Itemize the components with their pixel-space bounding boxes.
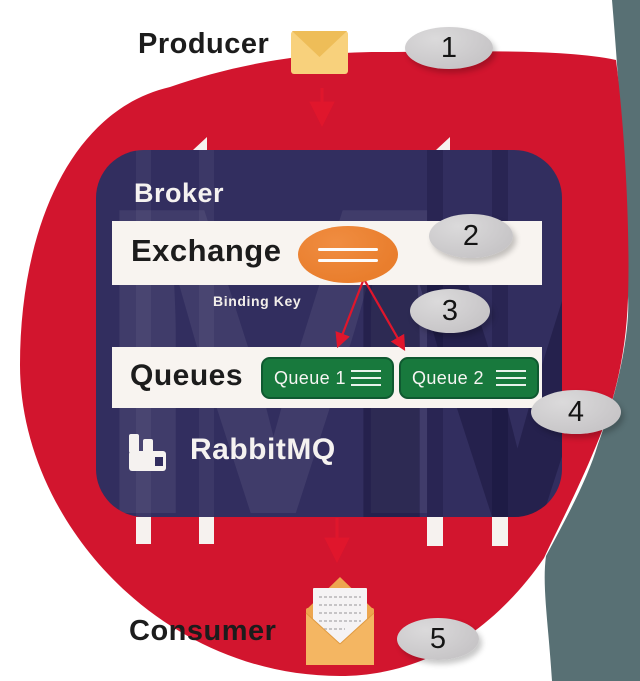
queue-1-label: Queue 1 <box>274 367 346 388</box>
step-badge-4: 4 <box>531 390 621 434</box>
open-envelope-icon <box>305 577 375 665</box>
closed-envelope-icon <box>291 31 348 74</box>
step-badge-3: 3 <box>410 289 490 333</box>
step-number: 5 <box>429 622 447 655</box>
step-badge-2: 2 <box>429 214 513 258</box>
broker-title: Broker <box>134 178 225 208</box>
rabbitmq-brand-label: RabbitMQ <box>190 433 336 466</box>
step-badge-5: 5 <box>397 618 479 660</box>
logo-leg <box>199 517 214 544</box>
queues-label: Queues <box>130 359 244 392</box>
step-badge-1: 1 <box>405 27 493 69</box>
rabbitmq-logo-icon <box>129 434 166 471</box>
exchange-ellipse-icon <box>298 226 398 283</box>
teal-edge-shape <box>544 0 640 681</box>
watermark-stripe <box>427 150 443 517</box>
step-number: 2 <box>462 219 480 252</box>
queue-1-node: Queue 1 <box>261 357 394 399</box>
consumer-label: Consumer <box>129 615 277 647</box>
queue-lines-icon <box>496 370 526 386</box>
watermark-stripe <box>492 150 508 517</box>
step-number: 1 <box>440 31 458 64</box>
queue-lines-icon <box>351 370 381 386</box>
logo-leg <box>492 517 508 546</box>
binding-key-label: Binding Key <box>213 293 302 309</box>
step-number: 4 <box>567 395 585 428</box>
exchange-label: Exchange <box>131 233 282 268</box>
logo-leg <box>427 517 443 546</box>
queue-2-label: Queue 2 <box>412 367 484 388</box>
broker-panel: M M <box>96 150 562 517</box>
logo-leg <box>136 517 151 544</box>
step-number: 3 <box>441 294 459 327</box>
producer-label: Producer <box>138 28 270 60</box>
queue-2-node: Queue 2 <box>399 357 539 399</box>
